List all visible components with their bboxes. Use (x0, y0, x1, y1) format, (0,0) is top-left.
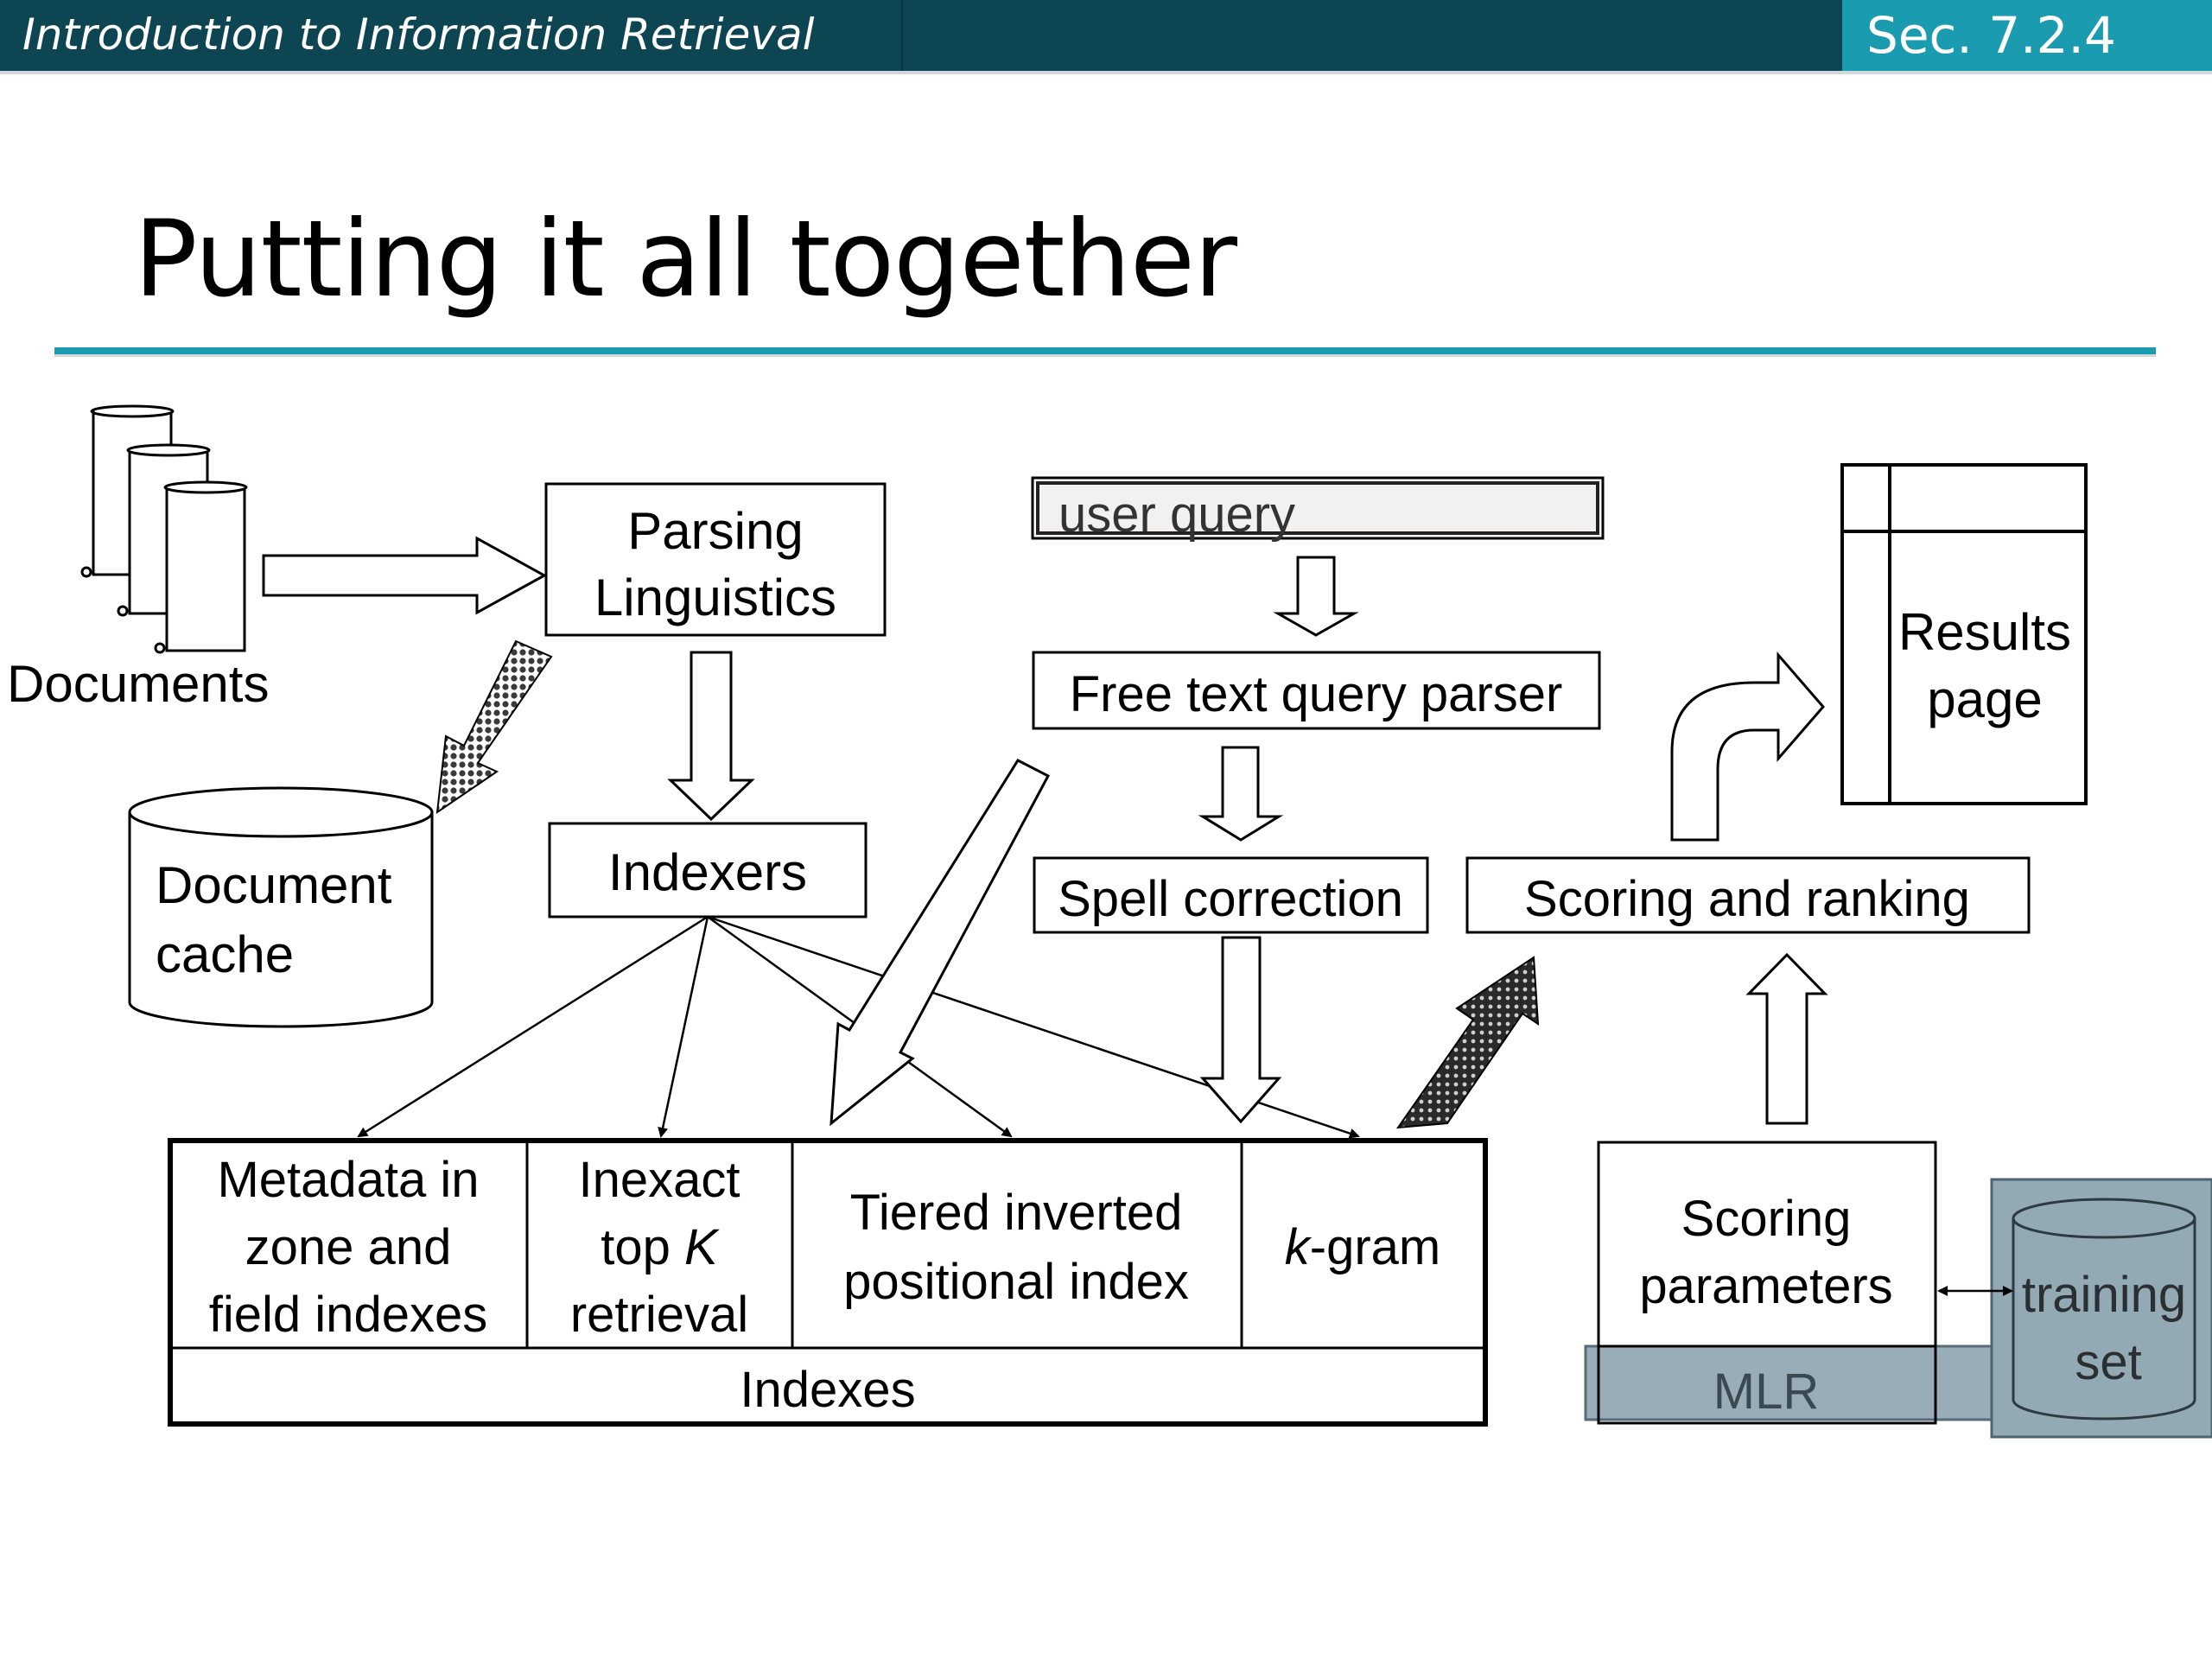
section-badge: Sec. 7.2.4 (1842, 0, 2212, 71)
slide-title: Putting it all together (134, 198, 1237, 321)
header-shadow (0, 71, 2212, 74)
inexact-line3: retrieval (570, 1287, 748, 1343)
free-text-query-parser-box (1032, 651, 1601, 730)
parsing-label: Parsing (627, 502, 803, 560)
slide-header: Introduction to Information Retrieval Se… (0, 0, 2212, 74)
linguistics-label: Linguistics (594, 569, 836, 626)
user-query-box (1031, 476, 1605, 540)
title-rule-shadow (54, 354, 2156, 357)
kgram-label: k-gram (1285, 1219, 1440, 1275)
kgram-rest: -gram (1310, 1219, 1440, 1275)
spell-to-index-arrow (1199, 936, 1282, 1124)
indexes-table (168, 1138, 1488, 1427)
parser-to-spell-arrow (1198, 746, 1284, 842)
query-to-parser-arrow (1273, 556, 1359, 637)
documents-label: Documents (7, 655, 269, 713)
header-divider (901, 0, 903, 71)
section-number: Sec. 7.2.4 (1866, 6, 2116, 65)
training-set-cylinder (2012, 1198, 2196, 1421)
parsing-to-indexers-arrow (667, 651, 755, 822)
metadata-index-line1: Metadata in (217, 1152, 479, 1208)
free-text-query-parser-label: Free text query parser (1070, 666, 1563, 722)
document-cache-label-2: cache (156, 925, 294, 983)
kgram-k: k (1285, 1219, 1313, 1275)
results-page (1840, 463, 2088, 805)
parser-to-tiered-index-arrow (830, 759, 1051, 1127)
results-label: Results (1898, 603, 2071, 661)
title-rule (54, 347, 2156, 354)
inexact-top: top (601, 1219, 684, 1275)
training-set-label-2: set (2075, 1334, 2141, 1390)
documents-to-parsing-arrow (262, 536, 548, 615)
scoring-and-ranking-label: Scoring and ranking (1524, 871, 1970, 927)
document-cache-label: Document (156, 856, 392, 914)
spell-correction-label: Spell correction (1058, 871, 1403, 927)
params-to-scoring-arrow (1745, 952, 1828, 1125)
mlr-bar-overlay (1597, 1344, 1937, 1425)
metadata-index-line2: zone and (245, 1219, 452, 1275)
documents-icon (80, 404, 248, 654)
metadata-index-line3: field indexes (209, 1287, 487, 1343)
inexact-line2: top K (601, 1219, 720, 1275)
parsing-to-cache-arrow (435, 639, 553, 815)
document-cache-cylinder (128, 786, 434, 1028)
indexes-label: Indexes (740, 1362, 915, 1418)
training-set-panel (1990, 1178, 2212, 1439)
scoring-and-ranking-box (1465, 856, 2031, 934)
indexes-to-scoring-arrow (1395, 956, 1540, 1129)
scoring-parameters-label-2: parameters (1639, 1258, 1892, 1314)
mlr-label: MLR (1713, 1363, 1819, 1420)
parsing-box (544, 482, 887, 637)
inexact-line1: Inexact (579, 1152, 741, 1208)
tiered-line1: Tiered inverted (850, 1185, 1183, 1241)
page-label: page (1927, 671, 2042, 728)
course-title: Introduction to Information Retrieval (22, 10, 815, 60)
user-query-label: user query (1058, 486, 1295, 543)
indexers-label: Indexers (608, 843, 807, 901)
scoring-to-results-arrow (1670, 651, 1825, 842)
training-set-label: training (2022, 1267, 2186, 1323)
spell-correction-box (1033, 856, 1429, 934)
indexers-box (548, 822, 868, 918)
scoring-parameters-label: Scoring (1681, 1191, 1852, 1247)
tiered-line2: positional index (843, 1254, 1189, 1310)
inexact-k: K (684, 1219, 720, 1275)
